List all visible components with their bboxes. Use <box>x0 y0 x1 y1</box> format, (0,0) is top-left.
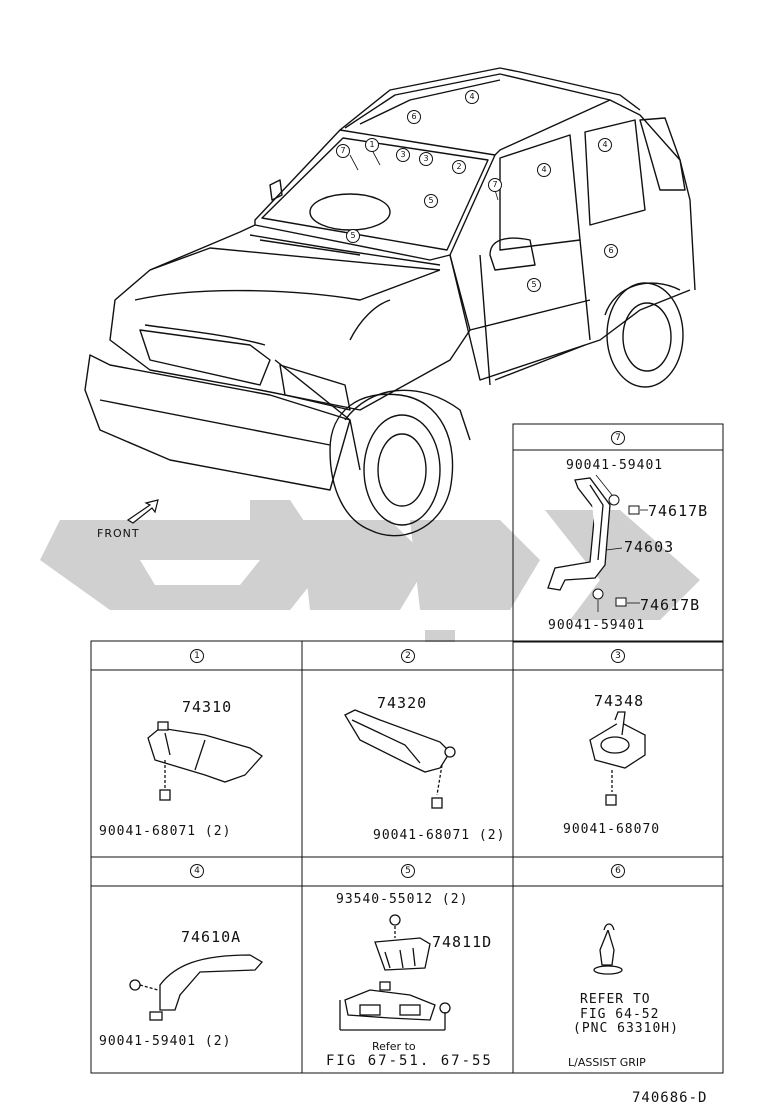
panel-7-header: 7 <box>611 431 625 445</box>
callout-4: 4 <box>537 163 551 177</box>
panel-frames <box>90 423 724 1074</box>
part-number-74603: 74603 <box>624 538 675 556</box>
clip-pin-icon <box>593 923 623 975</box>
sun-visor-74310 <box>147 721 263 801</box>
visor-holder-74348 <box>589 711 646 806</box>
screw-icon <box>592 494 640 607</box>
part-number-74617b: 74617B <box>648 502 709 520</box>
assist-grip-caption: L/ASSIST GRIP <box>568 1056 646 1069</box>
callout-2: 2 <box>452 160 466 174</box>
callout-1: 1 <box>365 138 379 152</box>
front-arrow-icon <box>126 499 159 524</box>
callout-7: 7 <box>488 178 502 192</box>
panel-1-header: 1 <box>190 649 204 663</box>
part-number-74348: 74348 <box>594 692 645 710</box>
callout-5: 5 <box>346 229 360 243</box>
part-number-93540-55012: 93540-55012 (2) <box>336 892 469 907</box>
part-number-74610a: 74610A <box>181 928 242 946</box>
panel-5-header: 5 <box>401 864 415 878</box>
refer-to-text: REFER TO <box>580 992 651 1007</box>
diagram-code: 740686-D <box>632 1090 708 1106</box>
pnc-reference: (PNC 63310H) <box>573 1021 679 1036</box>
part-number-74320: 74320 <box>377 694 428 712</box>
part-number-90041-68071: 90041-68071 (2) <box>99 824 232 839</box>
panel-3-header: 3 <box>611 649 625 663</box>
callout-7: 7 <box>336 144 350 158</box>
refer-to-text: Refer to <box>372 1040 416 1053</box>
callout-3: 3 <box>419 152 433 166</box>
figure-reference: FIG 64-52 <box>580 1007 660 1022</box>
panel-4-header: 4 <box>190 864 204 878</box>
callout-6: 6 <box>604 244 618 258</box>
callout-4: 4 <box>465 90 479 104</box>
part-number-90041-68070: 90041-68070 <box>563 822 661 837</box>
callout-4: 4 <box>598 138 612 152</box>
part-number-74617b: 74617B <box>640 596 701 614</box>
part-number-90041-59401: 90041-59401 <box>566 458 664 473</box>
panel-6-header: 6 <box>611 864 625 878</box>
part-number-90041-59401: 90041-59401 (2) <box>99 1034 232 1049</box>
figure-reference: FIG 67-51. 67-55 <box>326 1053 493 1069</box>
front-label: FRONT <box>97 527 140 540</box>
watermark-logo <box>40 500 700 642</box>
vehicle-outline <box>84 67 696 537</box>
assist-grip-74610a <box>129 954 264 1021</box>
sun-visor-74320 <box>344 709 456 809</box>
part-number-74811d: 74811D <box>432 933 493 951</box>
callout-5: 5 <box>424 194 438 208</box>
panel-2-header: 2 <box>401 649 415 663</box>
part-number-90041-59401: 90041-59401 <box>548 618 646 633</box>
clip-74811d <box>339 914 451 1031</box>
callout-3: 3 <box>396 148 410 162</box>
part-number-74310: 74310 <box>182 698 233 716</box>
part-number-90041-68071: 90041-68071 (2) <box>373 828 506 843</box>
callout-6: 6 <box>407 110 421 124</box>
callout-5: 5 <box>527 278 541 292</box>
assist-grip-74603 <box>547 477 611 591</box>
